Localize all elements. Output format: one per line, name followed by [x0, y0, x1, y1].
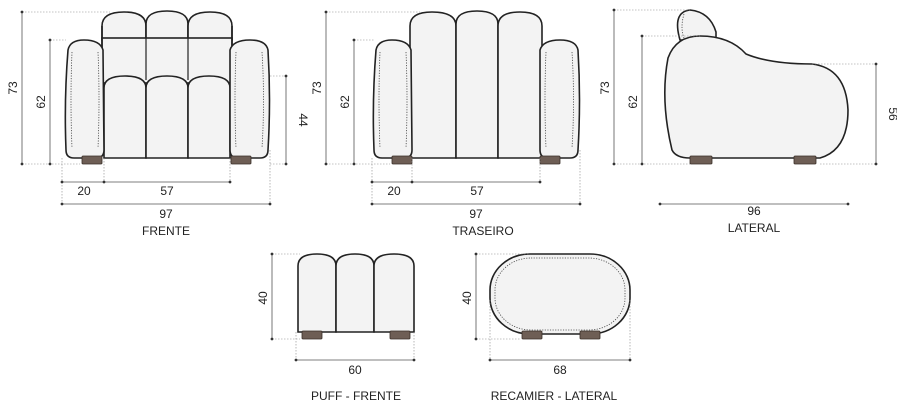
- front-caption: FRENTE: [142, 224, 190, 238]
- side-caption: LATERAL: [728, 221, 781, 235]
- back-view: 73 62 20 57 97 TRASEIRO: [310, 10, 582, 238]
- back-seat-width-label: 57: [470, 184, 484, 198]
- recamier-width-label: 68: [553, 363, 567, 377]
- front-total-height-label: 73: [6, 81, 20, 95]
- side-view: 73 62 56 96 LATERAL: [598, 8, 897, 235]
- back-arm-height-label: 62: [338, 95, 352, 109]
- side-total-height-label: 73: [598, 81, 612, 95]
- recamier-caption: RECAMIER - LATERAL: [491, 389, 618, 403]
- back-caption: TRASEIRO: [452, 224, 513, 238]
- recamier-side-view: 40 68 RECAMIER - LATERAL: [460, 252, 632, 403]
- front-seat-height-label: 44: [296, 113, 310, 127]
- side-seat-height-label: 56: [886, 107, 897, 121]
- puff-width-label: 60: [348, 363, 362, 377]
- front-view: 73 62 44 20 57 97 FRENTE: [6, 10, 310, 238]
- front-seat-width-label: 57: [160, 184, 174, 198]
- front-arm-width-label: 20: [77, 184, 91, 198]
- front-total-width-label: 97: [159, 207, 173, 221]
- side-depth-label: 96: [747, 204, 761, 218]
- side-arm-height-label: 62: [626, 95, 640, 109]
- front-arm-height-label: 62: [34, 95, 48, 109]
- puff-front-view: 40 60 PUFF - FRENTE: [256, 252, 416, 403]
- puff-caption: PUFF - FRENTE: [311, 389, 401, 403]
- back-total-height-label: 73: [310, 81, 324, 95]
- back-arm-width-label: 20: [387, 184, 401, 198]
- puff-height-label: 40: [256, 291, 270, 305]
- back-total-width-label: 97: [469, 207, 483, 221]
- recamier-height-label: 40: [460, 291, 474, 305]
